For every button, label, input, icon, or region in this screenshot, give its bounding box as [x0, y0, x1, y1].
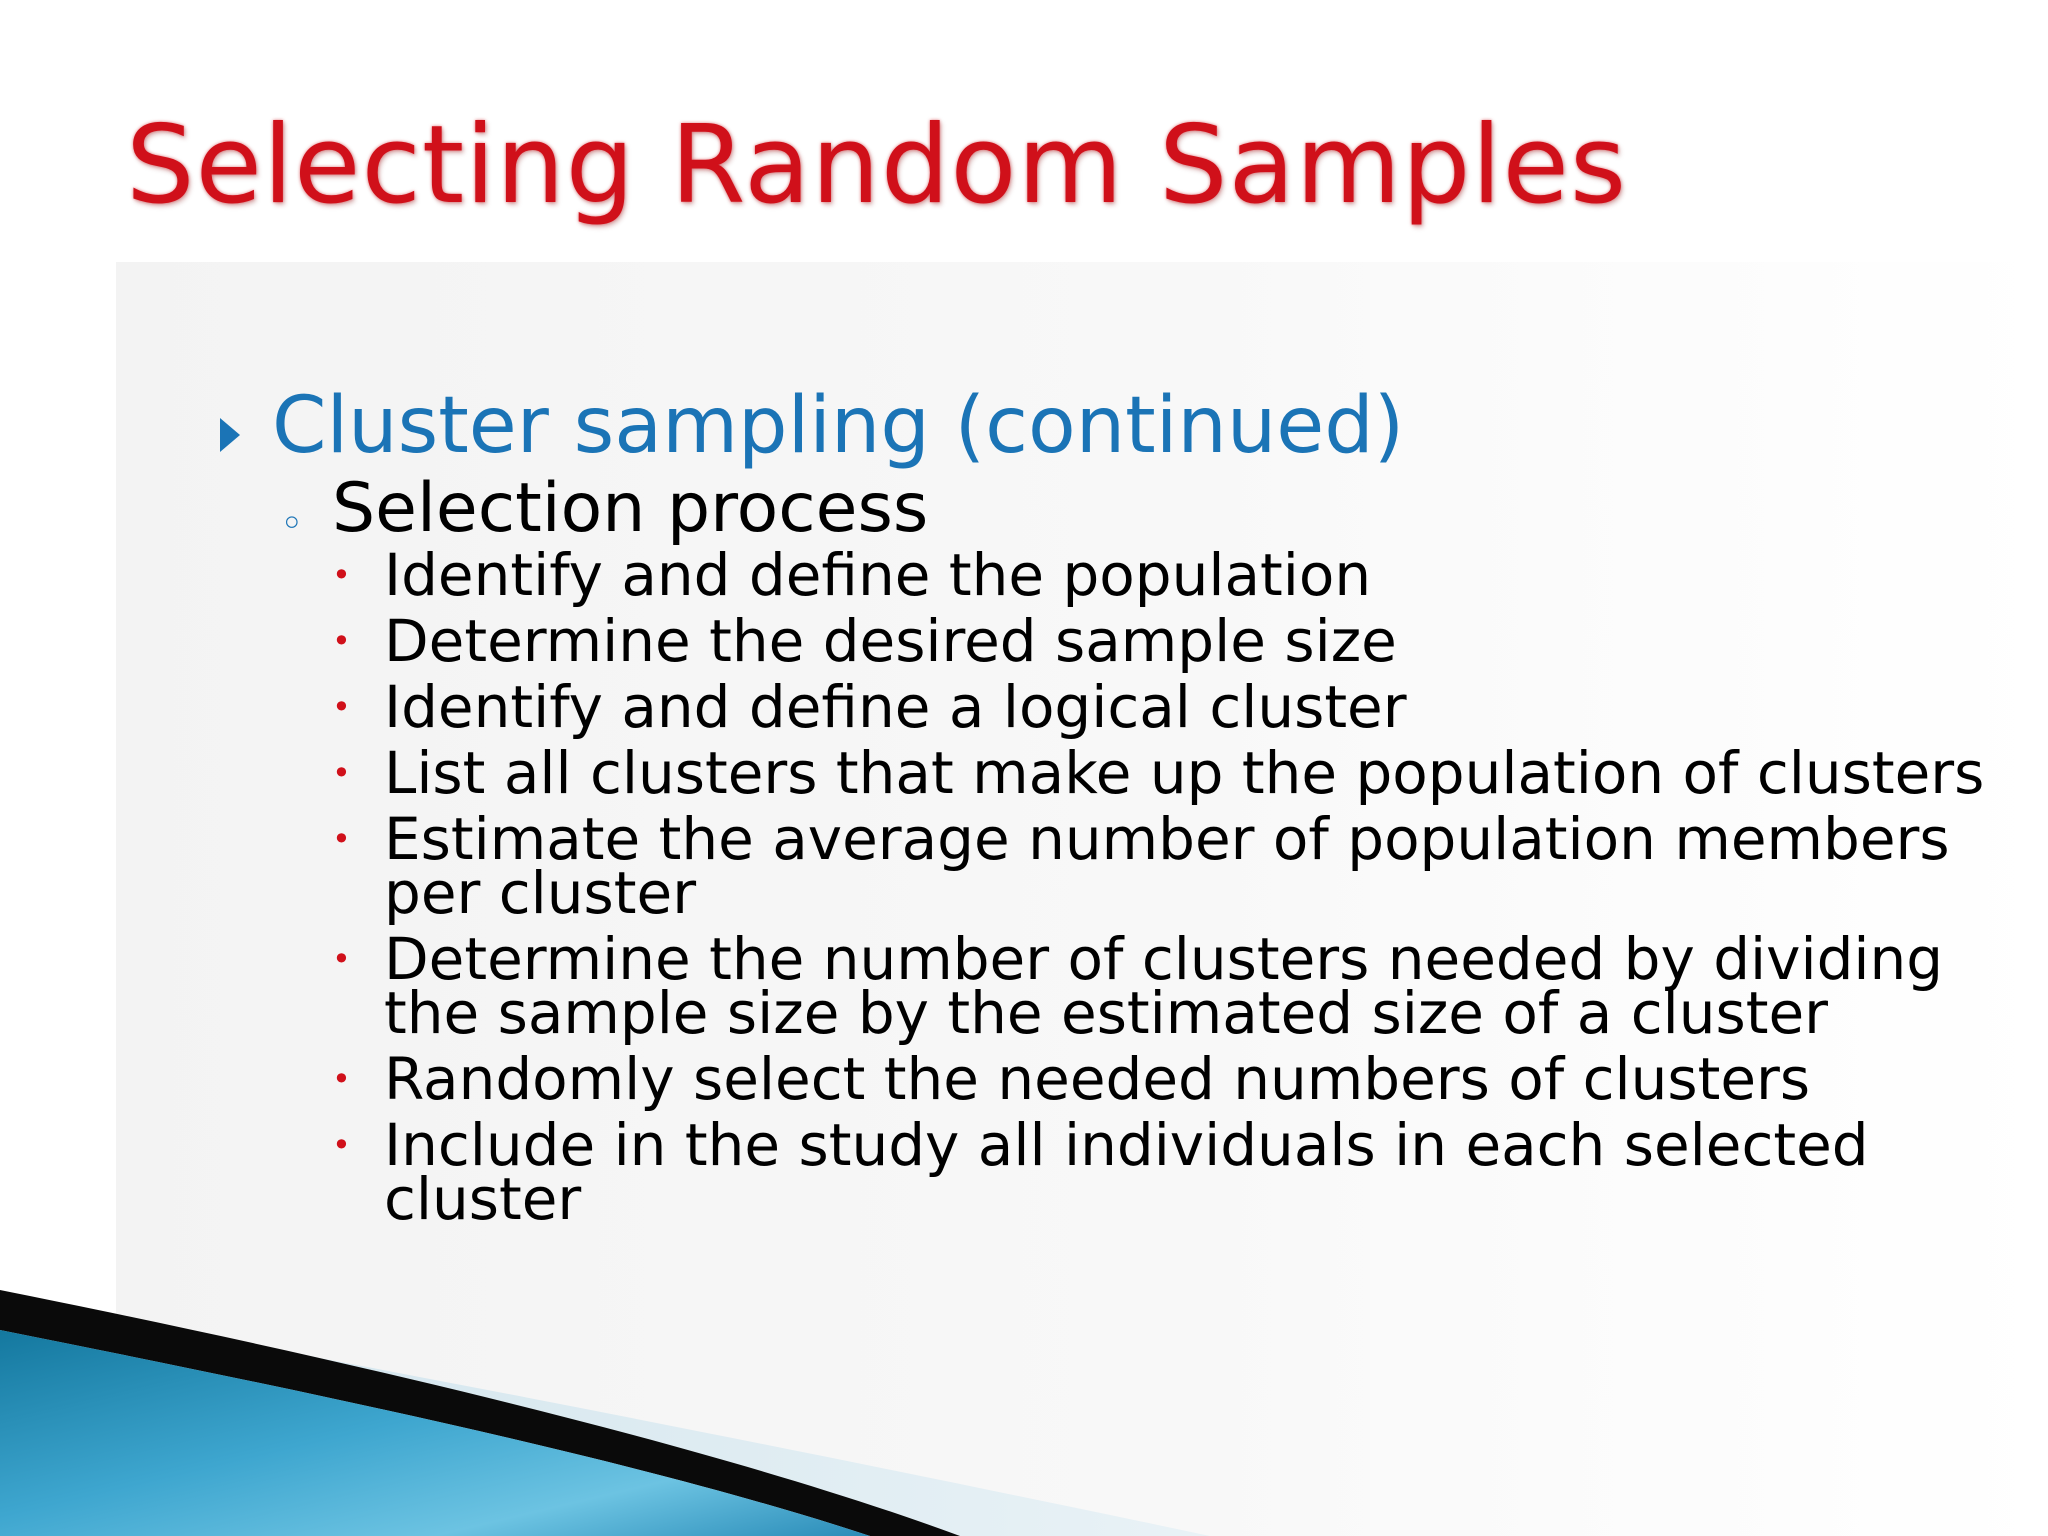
selection-step-text: Determine the desired sample size: [384, 607, 1397, 675]
dot-bullet-icon: •: [332, 754, 351, 792]
black-swoosh: [0, 1290, 960, 1536]
selection-step-item: • Identify and define the population: [332, 546, 1992, 604]
dot-bullet-icon: •: [332, 1060, 351, 1098]
title-background-strip: [116, 100, 2048, 262]
selection-step-item: • Determine the desired sample size: [332, 612, 1992, 670]
dot-bullet-icon: •: [332, 1126, 351, 1164]
selection-step-text: List all clusters that make up the popul…: [384, 739, 1985, 807]
dot-bullet-icon: •: [332, 940, 351, 978]
selection-step-text: Identify and define the population: [384, 541, 1372, 609]
selection-step-text: Include in the study all individuals in …: [384, 1111, 1869, 1233]
content-background-panel: [116, 262, 2048, 1536]
selection-step-item: • Determine the number of clusters neede…: [332, 930, 1992, 1042]
selection-step-text: Identify and define a logical cluster: [384, 673, 1407, 741]
selection-step-text: Estimate the average number of populatio…: [384, 805, 1950, 927]
slide-title: Selecting Random Samples: [126, 103, 1628, 228]
dot-bullet-icon: •: [332, 820, 351, 858]
selection-step-text: Randomly select the needed numbers of cl…: [384, 1045, 1811, 1113]
dot-bullet-icon: •: [332, 556, 351, 594]
dot-bullet-icon: •: [332, 688, 351, 726]
selection-steps-list: • Identify and define the population • D…: [332, 546, 1992, 1238]
level1-bullet-text: Cluster sampling (continued): [272, 381, 1405, 471]
dot-bullet-icon: •: [332, 622, 351, 660]
selection-step-item: • List all clusters that make up the pop…: [332, 744, 1992, 802]
triangle-bullet-icon: [220, 418, 240, 452]
level2-bullet-text: Selection process: [332, 469, 929, 548]
selection-step-item: • Randomly select the needed numbers of …: [332, 1050, 1992, 1108]
selection-step-item: • Identify and define a logical cluster: [332, 678, 1992, 736]
hollow-circle-bullet-icon: ◦: [280, 501, 304, 547]
blue-swoosh: [0, 1330, 870, 1536]
selection-step-text: Determine the number of clusters needed …: [384, 925, 1944, 1047]
selection-step-item: • Include in the study all individuals i…: [332, 1116, 1992, 1228]
selection-step-item: • Estimate the average number of populat…: [332, 810, 1992, 922]
